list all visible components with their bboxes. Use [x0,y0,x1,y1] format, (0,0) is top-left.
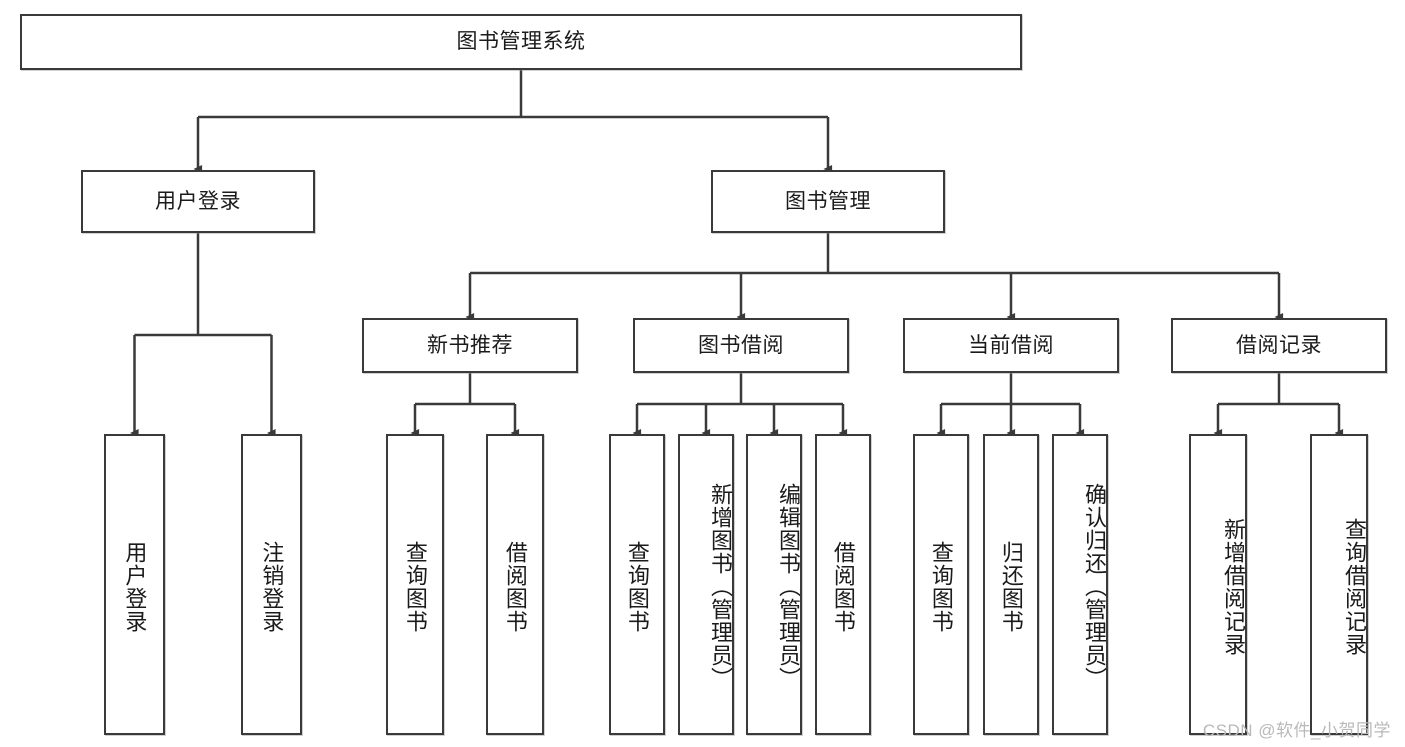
node-label: 查询图书 [624,540,650,633]
edge-paths [130,70,1344,438]
node-leaf-query-record[interactable]: 查询借阅记录 [1310,434,1368,735]
node-new-book-rec[interactable]: 新书推荐 [362,318,578,373]
node-leaf-user-login[interactable]: 用户登录 [104,434,165,735]
node-leaf-confirm-return[interactable]: 确认归还（管理员） [1052,434,1108,735]
node-user-login[interactable]: 用户登录 [81,170,315,233]
node-leaf-query-book-cur[interactable]: 查询图书 [913,434,969,735]
node-borrow-record[interactable]: 借阅记录 [1171,318,1387,373]
node-label: 借阅图书 [502,540,528,633]
node-leaf-borrow-book[interactable]: 借阅图书 [815,434,871,735]
node-root[interactable]: 图书管理系统 [20,14,1022,70]
node-label: 用户登录 [122,540,148,633]
node-label: 查询图书 [402,540,428,633]
node-current-borrow[interactable]: 当前借阅 [903,318,1119,373]
node-label: 注销登录 [259,540,285,633]
node-book-borrow[interactable]: 图书借阅 [633,318,849,373]
node-leaf-query-book-rec[interactable]: 查询图书 [386,434,444,735]
node-label: 当前借阅 [968,333,1054,357]
node-leaf-edit-book[interactable]: 编辑图书（管理员） [746,434,802,735]
node-book-manage[interactable]: 图书管理 [711,170,945,233]
node-leaf-add-book[interactable]: 新增图书（管理员） [678,434,734,735]
node-label: 归还图书 [998,540,1024,633]
node-leaf-query-book[interactable]: 查询图书 [609,434,665,735]
node-label: 图书借阅 [698,333,784,357]
node-label: 查询图书 [928,540,954,633]
node-label: 图书管理系统 [456,30,586,54]
node-label: 新书推荐 [427,333,513,357]
node-label: 借阅图书 [830,540,856,633]
node-leaf-borrow-book-rec[interactable]: 借阅图书 [486,434,544,735]
node-label: 图书管理 [785,189,871,213]
node-label: 用户登录 [155,189,241,213]
watermark-text: CSDN @软件_小贺同学 [1202,721,1391,740]
node-leaf-user-logout[interactable]: 注销登录 [241,434,302,735]
node-label: 确认归还（管理员） [1082,483,1107,690]
node-label: 查询借阅记录 [1342,517,1367,656]
node-label: 借阅记录 [1236,333,1322,357]
node-label: 编辑图书（管理员） [776,483,801,690]
node-leaf-add-record[interactable]: 新增借阅记录 [1189,434,1247,735]
node-label: 新增图书（管理员） [708,483,733,690]
node-label: 新增借阅记录 [1221,517,1246,656]
node-leaf-return-book[interactable]: 归还图书 [983,434,1039,735]
